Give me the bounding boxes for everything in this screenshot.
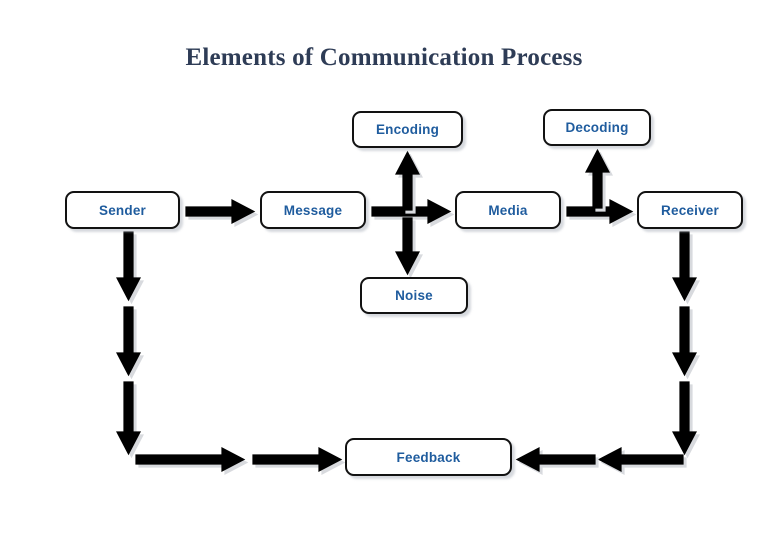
- node-decoding[interactable]: Decoding: [543, 109, 651, 146]
- node-message-label: Message: [283, 202, 343, 218]
- node-sender[interactable]: Sender: [65, 191, 180, 229]
- node-encoding-label: Encoding: [375, 122, 440, 137]
- arrow-channel-to-decoding: [585, 148, 613, 212]
- arrow-receiver-down-3: [672, 381, 700, 459]
- arrow-sender-down-3: [116, 381, 144, 459]
- arrow-receiver-down-1: [672, 231, 700, 305]
- node-media[interactable]: Media: [455, 191, 561, 229]
- arrow-channel-to-noise: [395, 217, 423, 279]
- node-feedback[interactable]: Feedback: [345, 438, 512, 476]
- arrow-feedback-left-2: [252, 447, 346, 475]
- arrow-feedback-right-2: [515, 447, 599, 475]
- arrow-channel-to-encoding: [395, 150, 423, 214]
- arrow-sender-to-message: [185, 199, 259, 227]
- node-noise-label: Noise: [395, 288, 433, 303]
- node-receiver[interactable]: Receiver: [637, 191, 743, 229]
- arrow-feedback-left-1: [135, 447, 249, 475]
- node-receiver-label: Receiver: [661, 202, 719, 218]
- page-title: Elements of Communication Process: [185, 44, 583, 71]
- node-feedback-label: Feedback: [396, 449, 461, 465]
- node-decoding-label: Decoding: [565, 120, 629, 135]
- arrow-receiver-down-2: [672, 306, 700, 380]
- node-sender-label: Sender: [99, 202, 146, 218]
- node-noise[interactable]: Noise: [360, 277, 468, 314]
- node-encoding[interactable]: Encoding: [352, 111, 463, 148]
- arrow-sender-down-1: [116, 231, 144, 305]
- arrow-feedback-right-1: [597, 447, 687, 475]
- node-message[interactable]: Message: [260, 191, 366, 229]
- arrow-sender-down-2: [116, 306, 144, 380]
- node-media-label: Media: [488, 202, 528, 218]
